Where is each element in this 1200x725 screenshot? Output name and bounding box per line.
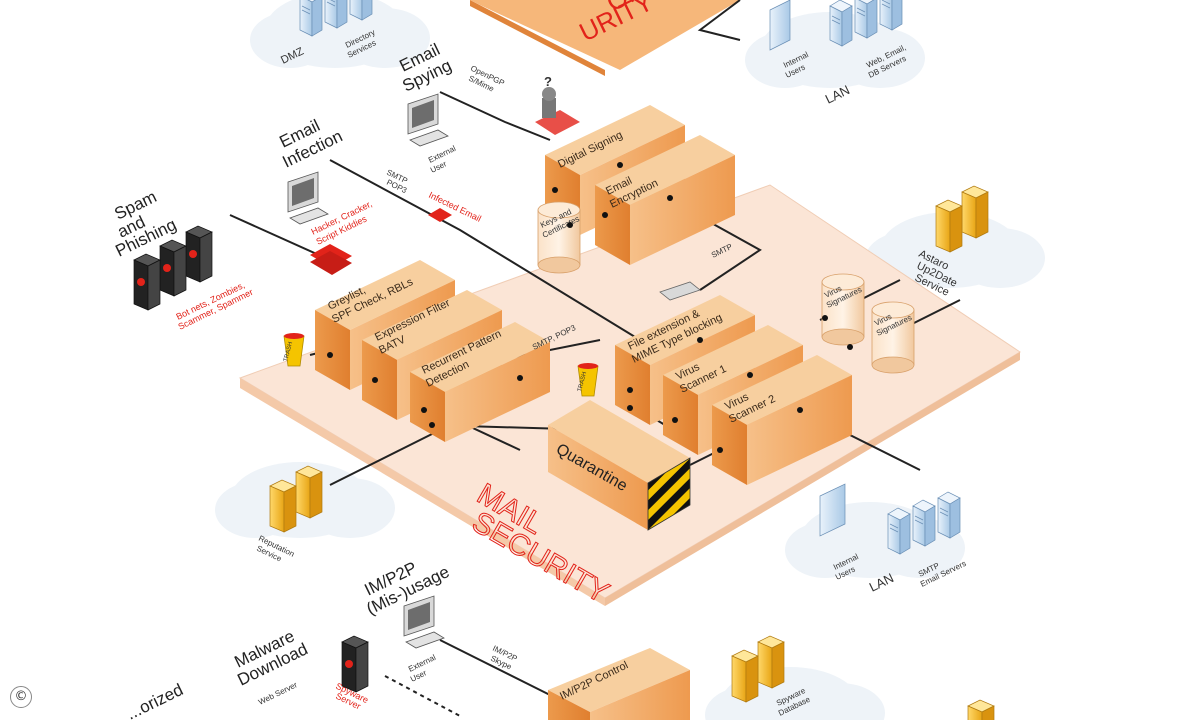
dmz-server-icon-1 — [299, 0, 323, 37]
copyright-badge: © — [10, 686, 32, 708]
keys-certificates-store: Keys and Certificates — [537, 201, 581, 274]
reputation-server-icon-2 — [295, 465, 323, 519]
dmz-server-icon-2 — [324, 0, 348, 29]
network-security-slab: ORK URITY — [470, 0, 740, 76]
gateway-device-icon — [659, 281, 701, 301]
corner-server-icon — [967, 699, 995, 725]
lan-server-icon-2 — [854, 0, 878, 39]
unauthorized-title-1: ...orized — [123, 680, 186, 720]
unauthorized-source: ...orized — [123, 680, 186, 724]
email-infection-source: Email Infection Hacker, Cracker, Script … — [276, 116, 482, 247]
trash-can-left: TRASH — [283, 333, 305, 367]
lan-server-icon-1 — [829, 0, 853, 47]
trash-can-middle: TRASH — [577, 363, 599, 397]
connection-dots — [327, 162, 853, 453]
spy-figure-icon: ? — [535, 74, 580, 135]
im-p2p-workstation-icon — [403, 595, 445, 649]
virus-signatures-store-1: Virus Signatures — [821, 273, 865, 346]
smtp-server-icon-1 — [887, 507, 911, 555]
spyware-download-line — [384, 675, 461, 717]
spyware-db-server-icon-2 — [757, 635, 785, 689]
spyware-db-server-icon-1 — [731, 649, 759, 703]
spam-mail-stack-shadow — [310, 251, 352, 275]
spam-server-icon-3 — [185, 225, 213, 283]
quarantine-module: Quarantine — [548, 400, 691, 531]
internal-users-monitor-icon — [769, 0, 791, 51]
email-encryption-module: Email Encryption — [595, 135, 735, 265]
smtp-server-icon-3 — [937, 491, 961, 539]
im-p2p-source: IM/P2P (Mis-)usage External User IM/P2P … — [361, 558, 518, 684]
web-server-label: Web Server — [257, 680, 299, 707]
infected-email-icon — [428, 208, 452, 222]
smtp-server-icon-2 — [912, 499, 936, 547]
email-spying-workstation-icon — [407, 93, 449, 147]
virus-scanner-2-module: Virus Scanner 2 — [712, 355, 852, 485]
recurrent-pattern-module: Recurrent Pattern Detection — [410, 322, 550, 442]
trash-label-middle: TRASH — [577, 371, 588, 392]
lan-server-icon-3 — [879, 0, 903, 31]
update-server-icon-2 — [961, 185, 989, 239]
email-infection-workstation-icon — [287, 171, 329, 225]
email-spying-source: Email Spying External User OpenPGP S/Mim… — [396, 40, 505, 175]
trash-label-left: TRASH — [283, 341, 294, 362]
im-p2p-control-module: IM/P2P Control — [548, 648, 690, 720]
virus-signatures-store-2: Virus Signatures — [871, 301, 915, 374]
update-server-icon-1 — [935, 199, 963, 253]
spam-server-icon-2 — [159, 239, 187, 297]
question-mark: ? — [544, 74, 552, 89]
reputation-server-icon-1 — [269, 479, 297, 533]
internal-users-bottom-monitor-icon — [819, 483, 846, 537]
spam-server-icon-1 — [133, 253, 161, 311]
